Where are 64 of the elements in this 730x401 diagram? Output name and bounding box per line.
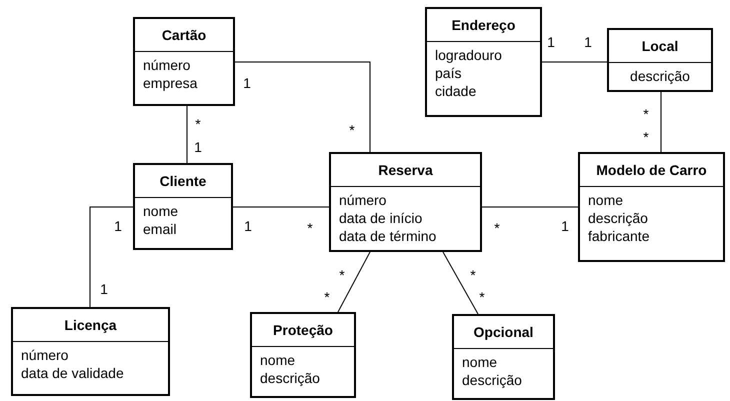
association-line — [186, 106, 188, 164]
class-name: Cliente — [135, 165, 231, 198]
multiplicity-label: * — [643, 129, 649, 145]
multiplicity-label: * — [479, 289, 485, 305]
attribute: descrição — [588, 209, 648, 227]
class-box — [578, 152, 725, 262]
multiplicity-label: * — [195, 116, 201, 132]
class-name: Licença — [13, 309, 168, 342]
class-name: Modelo de Carro — [580, 154, 723, 187]
attribute: data de início — [339, 209, 422, 227]
attribute: email — [143, 220, 176, 238]
multiplicity-label: * — [324, 289, 330, 305]
class-name: Opcional — [454, 316, 553, 349]
attribute: descrição — [260, 369, 320, 387]
attribute: data de validade — [21, 364, 124, 382]
class-name: Cartão — [135, 19, 233, 52]
multiplicity-label: 1 — [243, 75, 251, 91]
attribute: data de término — [339, 227, 436, 245]
class-box — [425, 7, 542, 117]
attribute: fabricante — [588, 227, 650, 245]
multiplicity-label: * — [349, 122, 355, 138]
multiplicity-label: * — [470, 267, 476, 283]
association-line — [338, 252, 370, 312]
class-box — [452, 314, 555, 400]
attribute: descrição — [630, 67, 690, 85]
class-name: Reserva — [331, 154, 480, 187]
association-line — [90, 206, 134, 308]
attribute: nome — [143, 202, 178, 220]
association-line — [660, 92, 662, 152]
association-line — [232, 206, 330, 208]
class-name: Endereço — [427, 9, 540, 42]
class-box — [607, 28, 713, 92]
multiplicity-label: 1 — [547, 34, 555, 50]
association-line — [234, 62, 370, 152]
multiplicity-label: 1 — [561, 218, 569, 234]
multiplicity-label: * — [339, 267, 345, 283]
attribute: número — [21, 346, 68, 364]
class-box — [133, 17, 235, 106]
association-line — [482, 206, 578, 208]
attribute: nome — [588, 191, 624, 209]
class-name: Proteção — [252, 314, 354, 347]
attribute: país — [435, 64, 462, 82]
multiplicity-label: 1 — [584, 34, 592, 50]
multiplicity-label: * — [643, 106, 649, 122]
multiplicity-label: 1 — [100, 281, 108, 297]
multiplicity-label: 1 — [194, 139, 202, 155]
attribute: número — [143, 56, 190, 74]
class-box — [329, 152, 482, 252]
attribute: empresa — [143, 74, 198, 92]
multiplicity-label: * — [494, 220, 500, 236]
class-box — [11, 307, 170, 396]
multiplicity-label: 1 — [244, 218, 252, 234]
attribute: nome — [462, 353, 498, 371]
association-line — [442, 252, 478, 314]
multiplicity-label: 1 — [114, 218, 122, 234]
attribute: cidade — [435, 82, 476, 100]
class-name: Local — [609, 30, 711, 63]
class-box — [250, 312, 356, 398]
attribute: número — [339, 191, 386, 209]
attribute: descrição — [462, 371, 522, 389]
attribute: logradouro — [435, 46, 502, 64]
class-box — [133, 163, 233, 250]
multiplicity-label: * — [307, 220, 313, 236]
attribute: nome — [260, 351, 296, 369]
